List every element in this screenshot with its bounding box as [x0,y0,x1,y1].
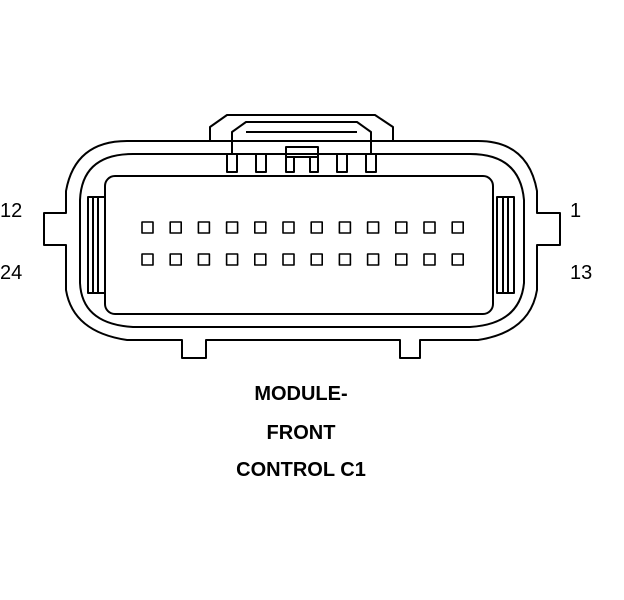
pin-cavity-11 [169,221,182,234]
pin-cavity-21 [225,253,239,266]
pin-label-13: 13 [570,262,593,284]
pin-cavity-18 [310,253,324,266]
pin-label-1: 1 [570,200,582,222]
pin-cavity-15 [394,253,408,266]
pin-cavity-4 [366,221,380,234]
pin-cavity-19 [282,253,295,266]
pin-cavity-17 [338,253,352,266]
pin-cavity-12 [141,221,154,234]
pin-cavity-9 [225,221,239,234]
pin-grid [141,221,465,266]
pin-label-12: 12 [0,200,23,222]
pin-cavity-13 [451,253,465,266]
pin-cavity-3 [394,221,408,234]
pin-cavity-8 [254,221,267,234]
pin-cavity-23 [169,253,182,266]
connector-outer-housing [43,140,561,359]
caption-line-3: CONTROL C1 [236,459,366,481]
caption-line-1: MODULE- [254,383,348,405]
pin-cavity-16 [366,253,380,266]
connector-inner-housing [79,153,525,328]
pin-cavity-22 [197,253,211,266]
pin-cavity-1 [451,221,465,234]
pin-cavity-10 [197,221,211,234]
pin-cavity-area [104,175,494,315]
pin-cavity-7 [282,221,295,234]
pin-cavity-2 [423,221,436,234]
pin-cavity-24 [141,253,154,266]
left-side-rail [87,196,106,294]
pin-cavity-5 [338,221,352,234]
caption-line-2: FRONT [266,422,336,444]
pin-label-24: 24 [0,262,23,284]
pin-cavity-6 [310,221,324,234]
pin-cavity-20 [254,253,267,266]
pin-cavity-14 [423,253,436,266]
right-side-rail [496,196,515,294]
locking-latch [209,114,394,173]
